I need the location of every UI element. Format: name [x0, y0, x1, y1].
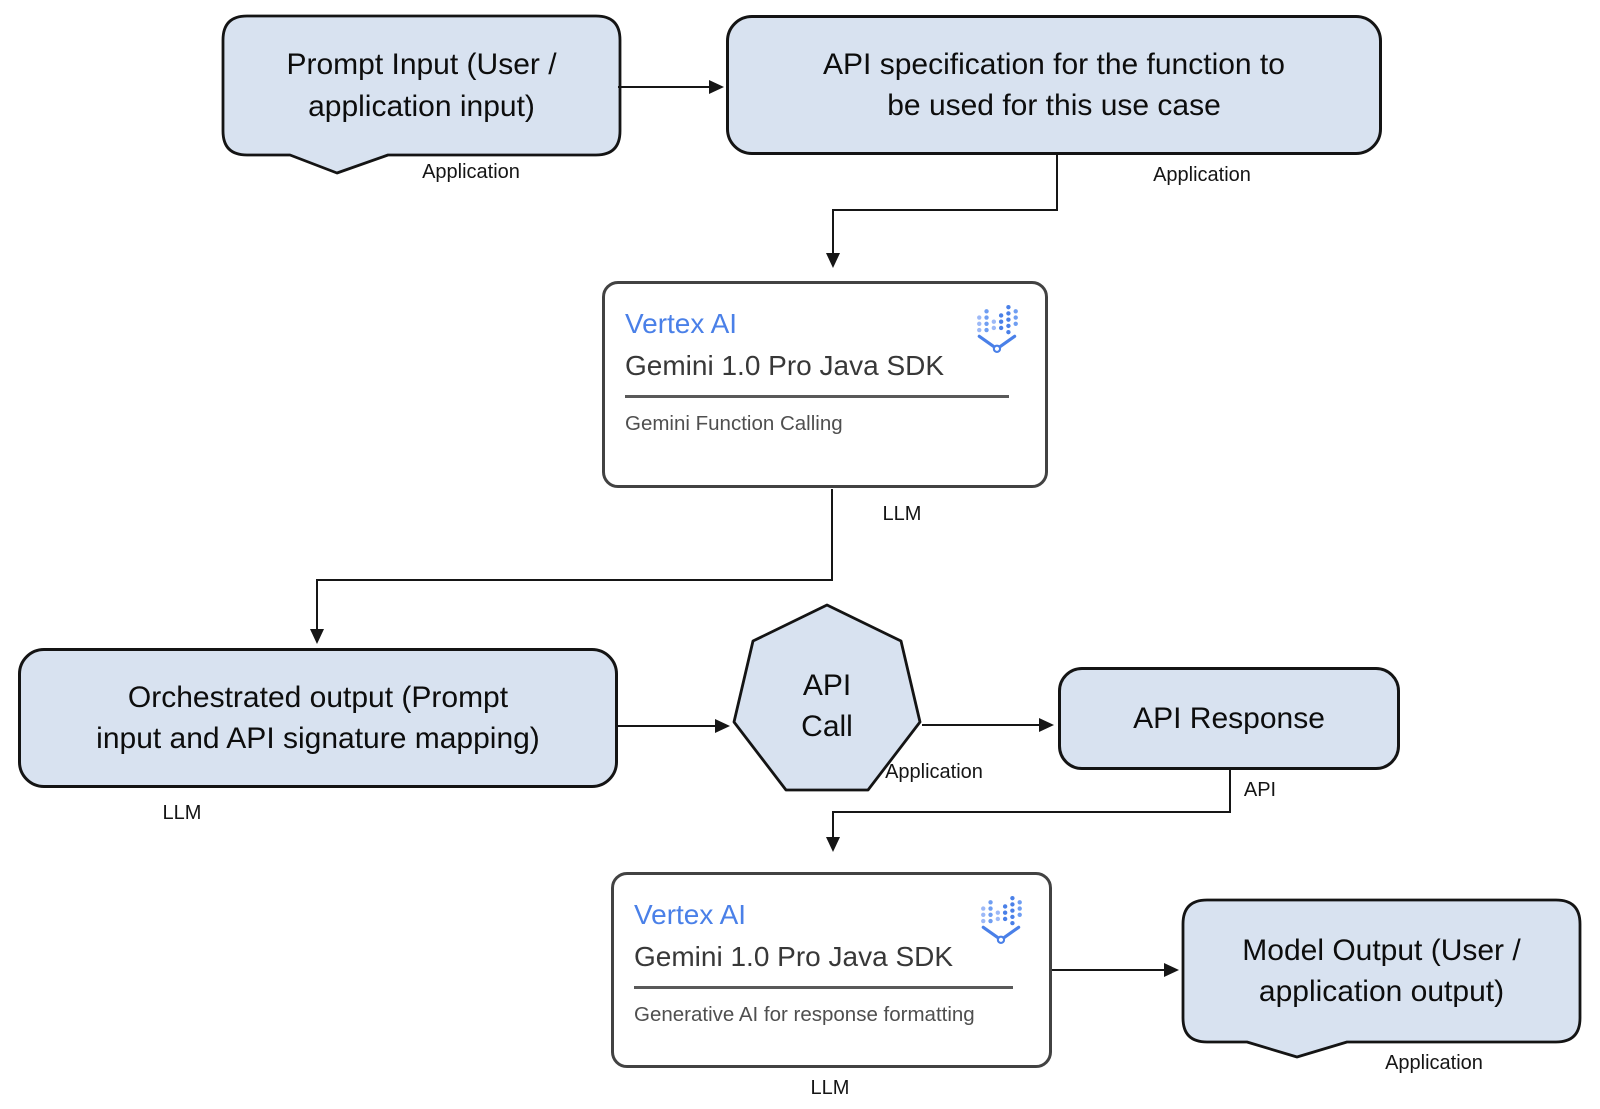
api-response-tag: API — [1243, 779, 1277, 801]
api-response-node: API Response — [1058, 667, 1400, 770]
edge-apispec-to-card1 — [826, 155, 1058, 268]
model-output-node-label: Model Output (User / application output) — [1242, 933, 1521, 1008]
function-calling-card-tag: LLM — [882, 503, 922, 525]
vertex-ai-product-name: Vertex AI — [634, 899, 747, 930]
vertex-ai-icon — [981, 895, 1022, 944]
edge-apiresponse-to-card2 — [826, 770, 1231, 852]
prompt-input-tag: Application — [422, 161, 520, 183]
model-output-tag: Application — [1385, 1052, 1483, 1074]
prompt-input-node-label: Prompt Input (User / application input) — [286, 48, 557, 123]
orchestrated-output-node: Orchestrated output (Prompt input and AP… — [18, 648, 618, 788]
orchestrated-output-node-label: Orchestrated output (Prompt input and AP… — [96, 680, 540, 755]
card-divider — [634, 986, 1013, 989]
response-formatting-card-tag: LLM — [810, 1077, 850, 1099]
card-caption: Gemini Function Calling — [625, 412, 843, 435]
api-spec-node-label: API specification for the function to be… — [823, 47, 1285, 122]
edge-card1-to-orchestrated — [310, 489, 833, 644]
prompt-input-node-shape — [221, 14, 622, 175]
api-call-tag: Application — [885, 761, 983, 783]
api-call-node-shape — [732, 603, 922, 792]
orchestrated-output-tag: LLM — [162, 802, 202, 824]
vertex-ai-function-calling-card: Vertex AI Gemini 1.0 Pro Java SDK Gemini… — [602, 281, 1048, 488]
vertex-ai-response-formatting-card: Vertex AI Gemini 1.0 Pro Java SDK Genera… — [611, 872, 1052, 1068]
vertex-ai-product-name: Vertex AI — [625, 308, 738, 339]
gemini-sdk-name: Gemini 1.0 Pro Java SDK — [634, 941, 954, 972]
api-response-node-label: API Response — [1133, 701, 1325, 735]
card-caption: Generative AI for response formatting — [634, 1003, 975, 1026]
gemini-sdk-name: Gemini 1.0 Pro Java SDK — [625, 350, 945, 381]
vertex-ai-icon — [977, 304, 1018, 353]
api-call-node-label: API Call — [801, 668, 853, 743]
model-output-node-shape — [1181, 898, 1582, 1059]
card-divider — [625, 395, 1009, 398]
api-spec-node: API specification for the function to be… — [726, 15, 1382, 155]
api-spec-tag: Application — [1153, 164, 1251, 186]
